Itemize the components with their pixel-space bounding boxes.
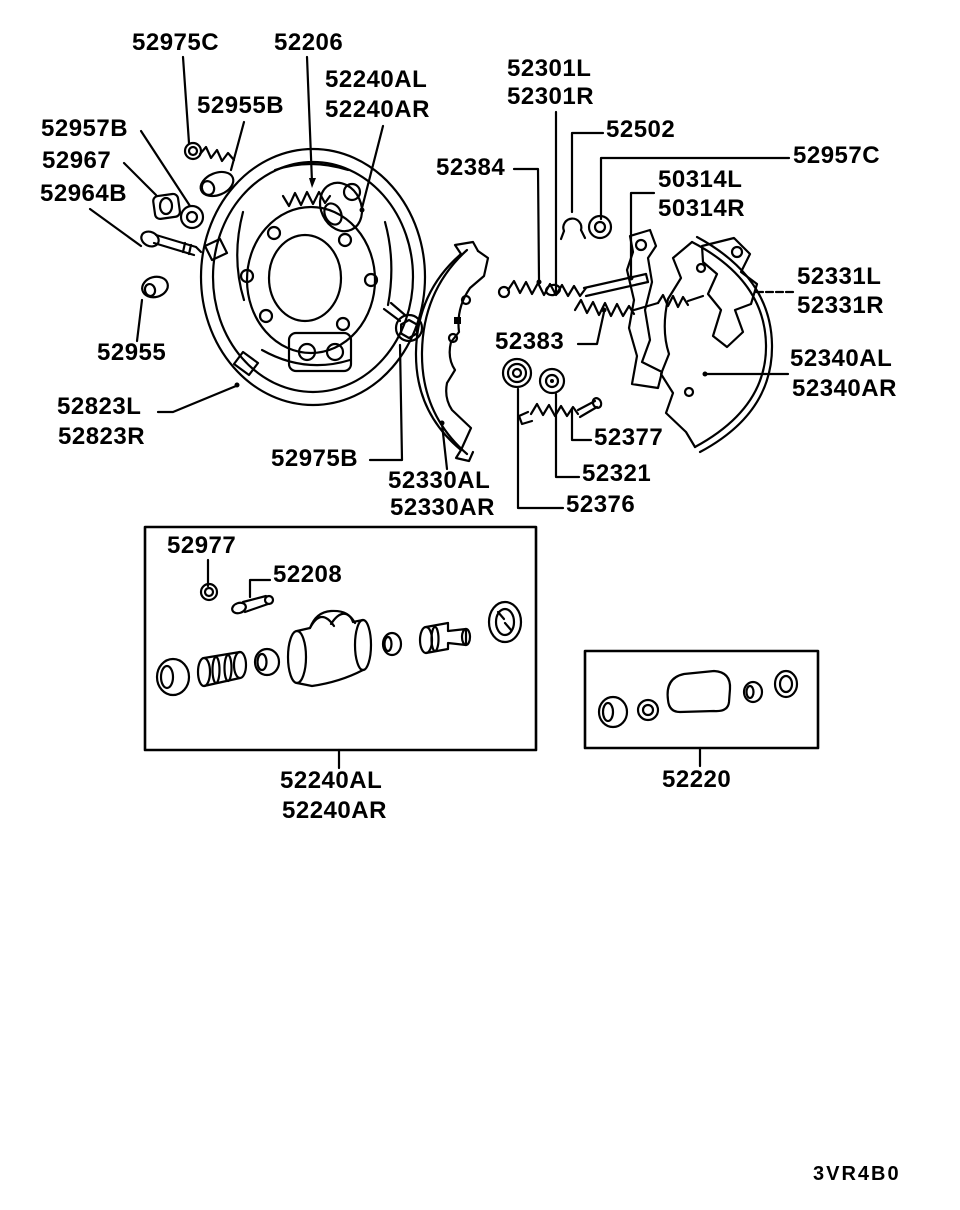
part-label-52975c-0: 52975C — [132, 29, 220, 56]
part-label-52957b-5: 52957B — [41, 115, 129, 142]
part-label-52823r-10: 52823R — [58, 423, 146, 450]
part-label-52967-6: 52967 — [42, 147, 112, 174]
part-label-52955b-4: 52955B — [197, 92, 285, 119]
part-label-52975b-11: 52975B — [271, 445, 359, 472]
part-label-52220-33: 52220 — [662, 766, 732, 793]
drawing-code: 3VR4B0 — [813, 1163, 901, 1185]
part-label-52301l-15: 52301L — [507, 55, 592, 82]
leader-lines — [88, 55, 795, 770]
part-label-52331l-21: 52331L — [797, 263, 882, 290]
left-hardware-drawing — [140, 141, 236, 299]
part-label-52957c-18: 52957C — [793, 142, 881, 169]
part-label-52340ar-25: 52340AR — [792, 375, 897, 402]
part-label-52383-23: 52383 — [495, 328, 565, 355]
part-label-52330al-12: 52330AL — [388, 467, 491, 494]
backing-plate-drawing — [199, 147, 427, 407]
strut-springs-drawing — [497, 214, 705, 318]
parking-lever-drawing — [625, 228, 664, 390]
part-label-50314r-20: 50314R — [658, 195, 746, 222]
part-label-52330ar-13: 52330AR — [390, 494, 495, 521]
part-label-52206-1: 52206 — [274, 29, 344, 56]
part-label-52502-17: 52502 — [606, 116, 676, 143]
right-brake-shoe-drawing — [659, 235, 774, 454]
part-label-52321-27: 52321 — [582, 460, 652, 487]
part-label-52376-28: 52376 — [566, 491, 636, 518]
part-label-52208-30: 52208 — [273, 561, 343, 588]
part-label-52240al-31: 52240AL — [280, 767, 383, 794]
part-label-52340al-24: 52340AL — [790, 345, 893, 372]
part-label-52977-29: 52977 — [167, 532, 237, 559]
cylinder-repair-kit-box — [583, 649, 820, 750]
part-label-52377-26: 52377 — [594, 424, 664, 451]
part-label-52331r-22: 52331R — [797, 292, 885, 319]
part-label-52384-14: 52384 — [436, 154, 506, 181]
part-label-52301r-16: 52301R — [507, 83, 595, 110]
plate-bolt-52975B-drawing — [382, 301, 424, 343]
part-label-50314l-19: 50314L — [658, 166, 743, 193]
part-label-52955-8: 52955 — [97, 339, 167, 366]
part-label-52823l-9: 52823L — [57, 393, 142, 420]
wheel-cylinder-kit-box — [143, 525, 538, 752]
part-label-52240ar-3: 52240AR — [325, 96, 430, 123]
holddown-hardware-drawing — [501, 357, 603, 426]
left-brake-shoe-drawing — [414, 240, 490, 463]
part-label-52240ar-32: 52240AR — [282, 797, 387, 824]
part-label-52964b-7: 52964B — [40, 180, 128, 207]
part-label-52240al-2: 52240AL — [325, 66, 428, 93]
